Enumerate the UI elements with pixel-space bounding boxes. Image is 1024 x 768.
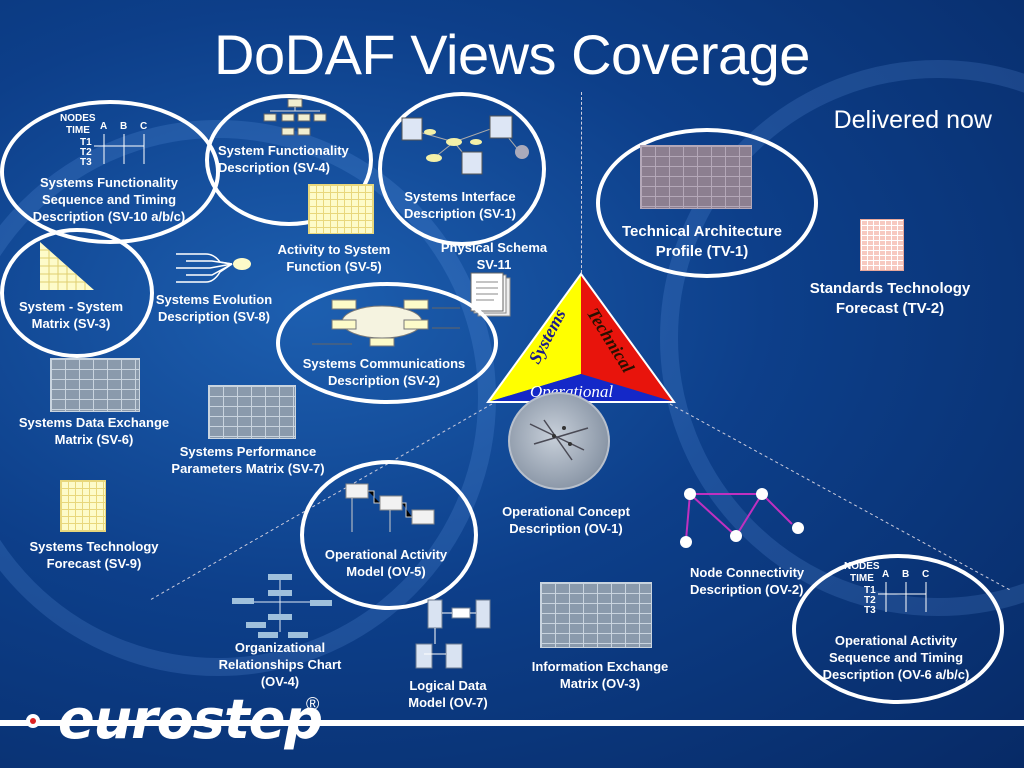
ov6-label[interactable]: Operational Activity Sequence and Timing… (822, 633, 970, 682)
timing-col-a: A (100, 121, 108, 132)
timing-col-b: B (120, 121, 128, 132)
sv5-matrix-icon (308, 184, 374, 234)
sv9-forecast-icon (60, 480, 106, 532)
timing-row-t1: T1 (80, 137, 92, 148)
interface-network-icon (401, 115, 529, 175)
tv1-profile-icon (640, 145, 752, 209)
sv2-label[interactable]: Systems Communications Description (SV-2… (302, 356, 466, 388)
timing-col-b: B (902, 569, 910, 580)
sv8-label[interactable]: Systems Evolution Description (SV-8) (155, 292, 273, 324)
timing-row-t2: T2 (80, 147, 92, 158)
sv3-oval (0, 228, 154, 358)
sv7-matrix-icon (208, 385, 296, 439)
ov1-label[interactable]: Operational Concept Description (OV-1) (502, 504, 630, 536)
timing-col-c: C (922, 569, 930, 580)
timing-nodes-label: NODES (844, 561, 880, 572)
node-connectivity-icon (680, 488, 804, 548)
sv7-label[interactable]: Systems Performance Parameters Matrix (S… (171, 444, 325, 476)
ov3-matrix-icon (540, 582, 652, 648)
physical-schema-icon (470, 272, 511, 317)
sv4-oval (205, 94, 373, 226)
sv2-oval (276, 282, 498, 404)
evolution-fork-icon (176, 253, 251, 283)
timing-nodes-label: NODES (60, 113, 96, 124)
ov2-label[interactable]: Node Connectivity Description (OV-2) (690, 565, 805, 597)
system-matrix-icon (40, 242, 94, 290)
sv1-oval (378, 92, 546, 246)
architecture-triangle (486, 272, 676, 403)
timing-row-t3: T3 (864, 605, 876, 616)
ov7-label[interactable]: Logical Data Model (OV-7) (408, 678, 488, 710)
sv5-label[interactable]: Activity to System Function (SV-5) (277, 242, 391, 274)
ov5-oval (300, 460, 478, 610)
ov6-timing-table-icon: NODES TIME A B C T1 T2 T3 (842, 562, 942, 618)
activity-model-icon (345, 483, 435, 532)
timing-col-a: A (882, 569, 890, 580)
sv3-label[interactable]: System - System Matrix (SV-3) (18, 299, 124, 331)
sv1-label[interactable]: Systems Interface Description (SV-1) (404, 189, 516, 221)
communications-diagram-icon (312, 299, 460, 347)
sv6-matrix-icon (50, 358, 140, 412)
ov5-label[interactable]: Operational Activity Model (OV-5) (324, 547, 448, 579)
sv4-label[interactable]: System Functionality Description (SV-4) (218, 143, 349, 175)
ov3-label[interactable]: Information Exchange Matrix (OV-3) (531, 659, 669, 691)
hierarchy-icon (263, 98, 327, 136)
sv6-label[interactable]: Systems Data Exchange Matrix (SV-6) (18, 415, 170, 447)
timing-time-label: TIME (66, 125, 90, 136)
logo-dot-icon (26, 714, 40, 728)
sv10-label[interactable]: Systems Functionality Sequence and Timin… (32, 175, 186, 224)
bottom-bar (0, 720, 1024, 726)
divider-vertical (581, 92, 582, 278)
eurostep-logo: eurostep (58, 688, 323, 751)
sv9-label[interactable]: Systems Technology Forecast (SV-9) (29, 539, 159, 571)
ov1-scene-icon (529, 419, 589, 461)
timing-time-label: TIME (850, 573, 874, 584)
org-chart-icon (232, 574, 332, 638)
tv1-label[interactable]: Technical Architecture Profile (TV-1) (621, 223, 783, 260)
tv1-oval (596, 128, 818, 278)
ov4-label[interactable]: Organizational Relationships Chart (OV-4… (218, 640, 342, 689)
timing-table-icon: NODES TIME A B C T1 T2 T3 (58, 114, 158, 170)
timing-row-t2: T2 (864, 595, 876, 606)
tv2-label[interactable]: Standards Technology Forecast (TV-2) (809, 280, 971, 317)
timing-row-t3: T3 (80, 157, 92, 168)
ov6-oval (792, 554, 1004, 704)
sv11-label[interactable]: Physical Schema SV-11 (440, 240, 548, 272)
page-title: DoDAF Views Coverage (214, 23, 810, 86)
timing-row-t1: T1 (864, 585, 876, 596)
logical-data-model-icon (415, 599, 491, 669)
registered-mark: ® (306, 694, 320, 714)
delivered-now-label: Delivered now (833, 106, 992, 134)
timing-col-c: C (140, 121, 148, 132)
tv2-forecast-icon (860, 219, 904, 271)
